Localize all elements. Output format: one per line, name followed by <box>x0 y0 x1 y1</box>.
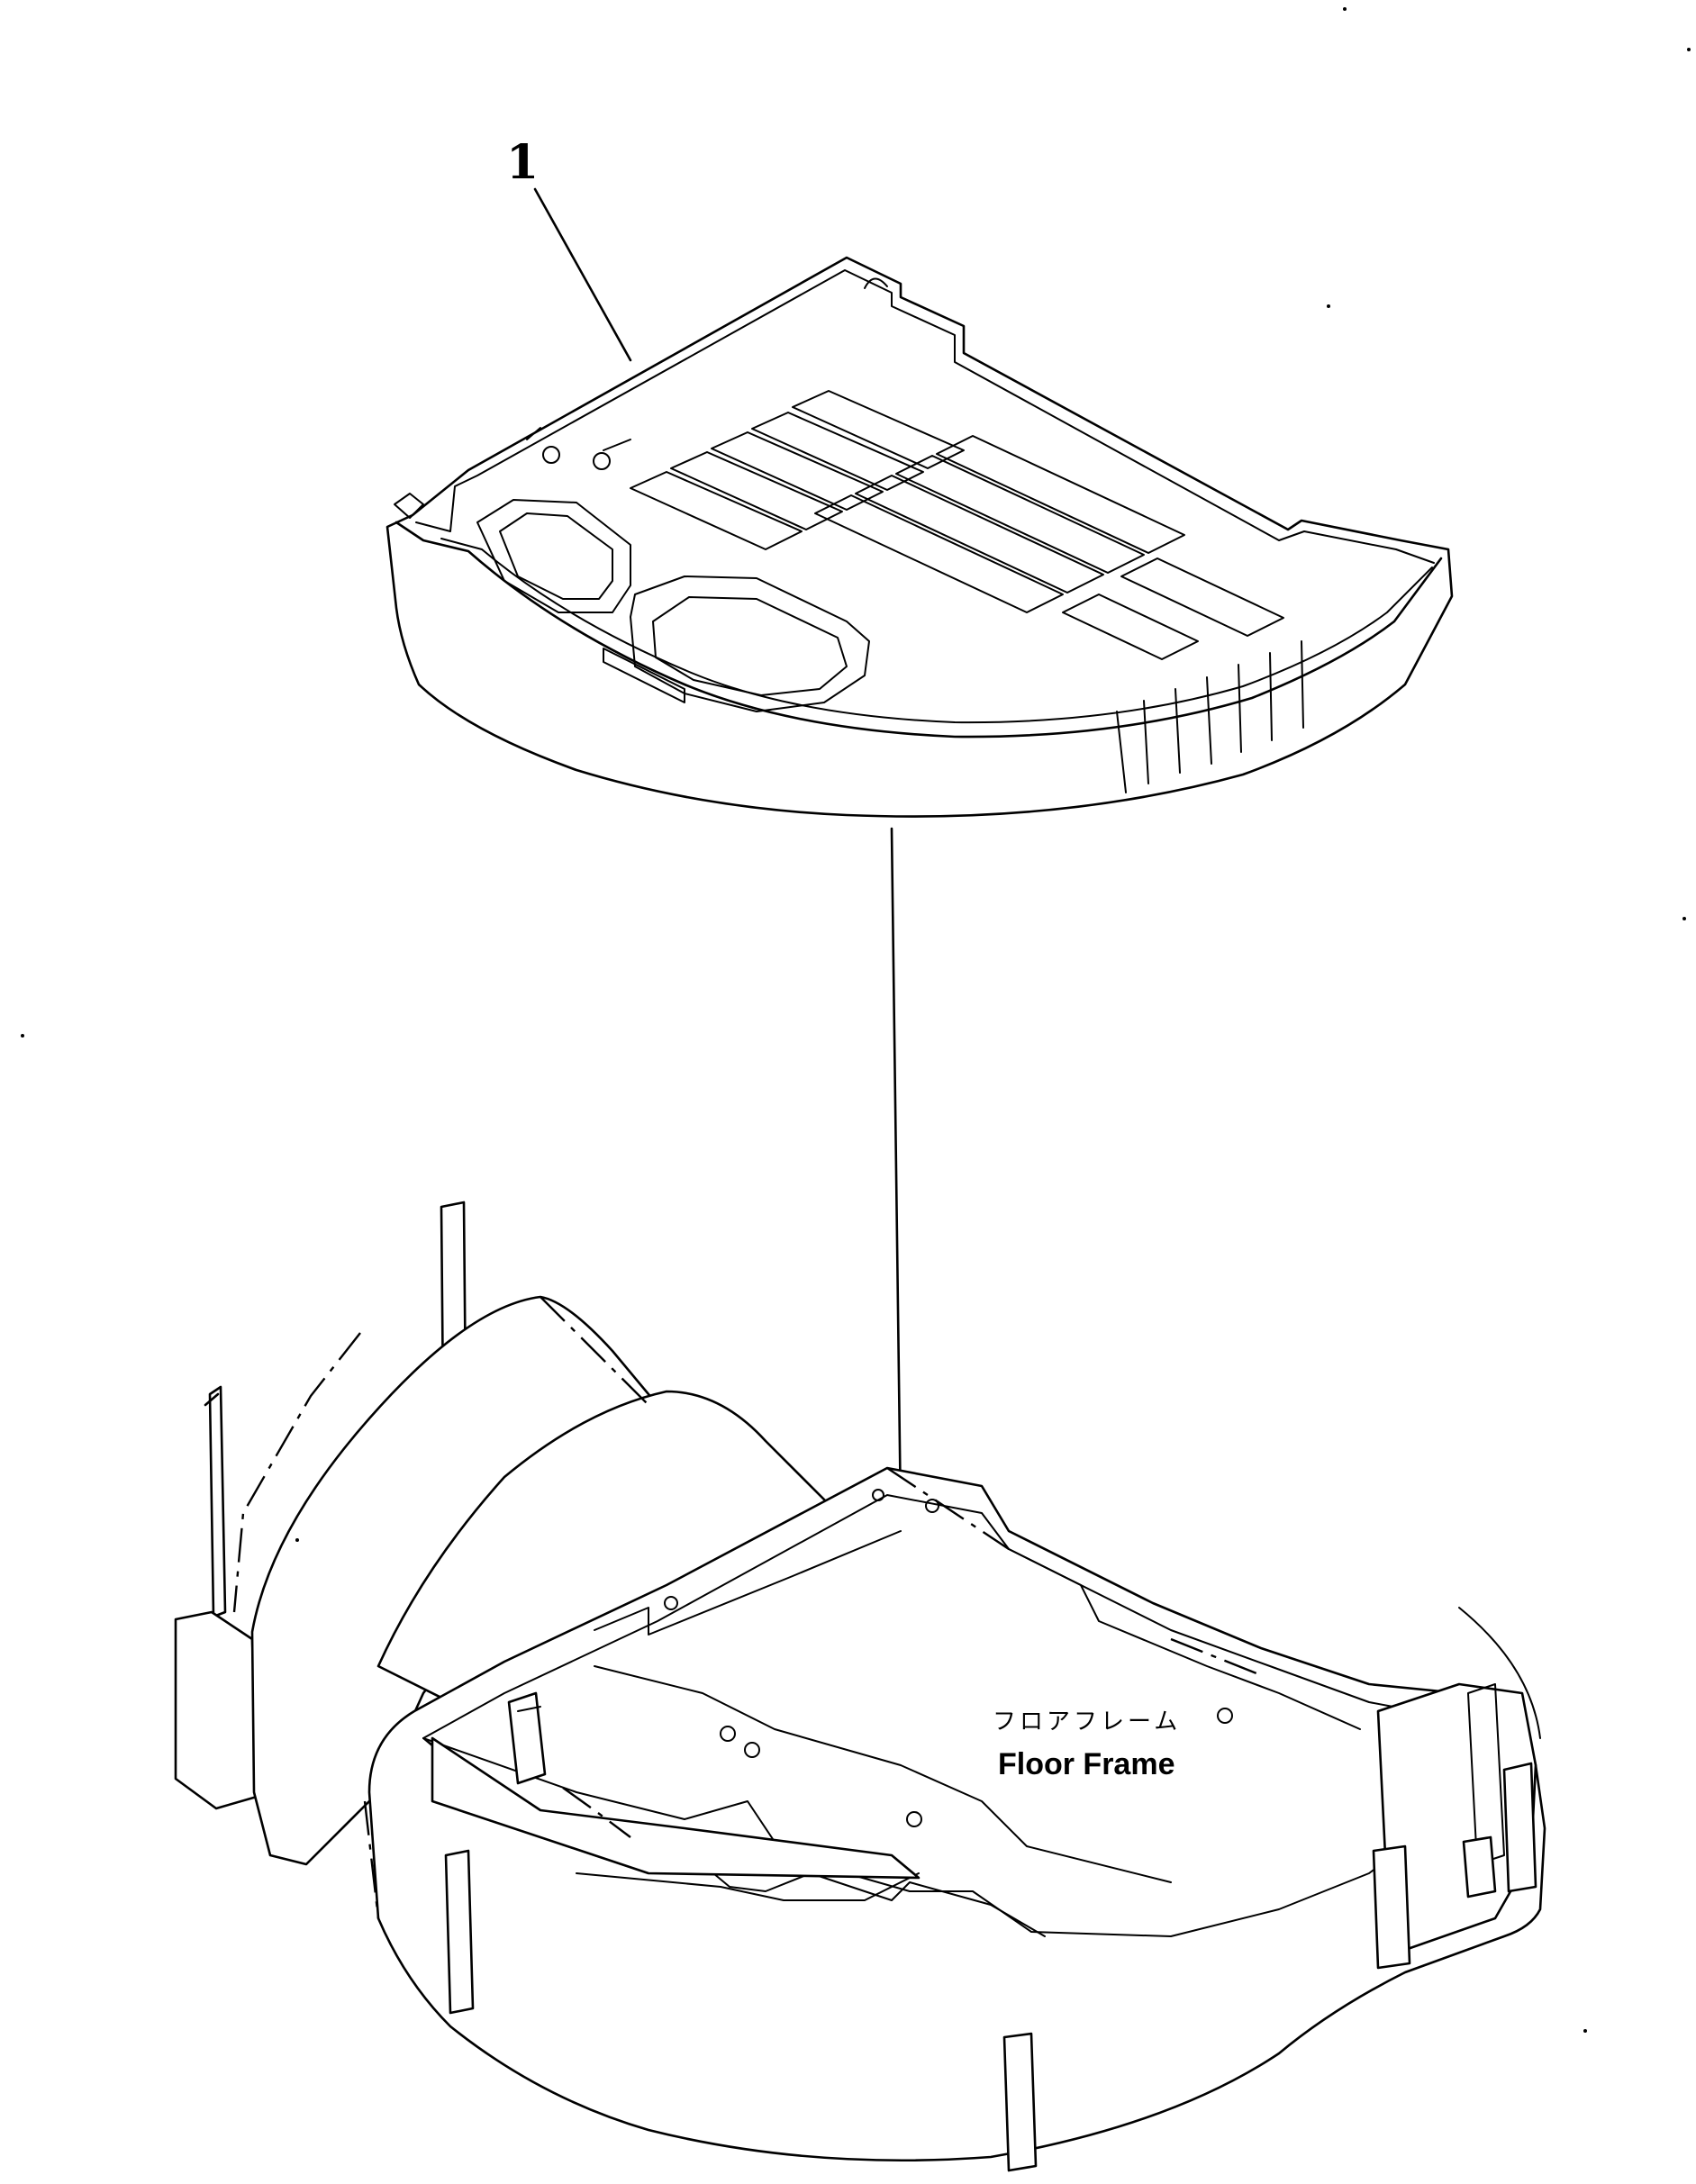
callout-leader-line <box>533 187 632 362</box>
floor-frame-label-en: Floor Frame <box>998 1747 1175 1781</box>
floor-frame <box>174 1201 1546 2172</box>
floor-frame-label: フロアフレーム Floor Frame <box>993 1708 1181 1781</box>
floor-mat <box>385 256 1454 818</box>
floor-frame-label-jp: フロアフレーム <box>993 1708 1181 1735</box>
scan-specks <box>21 7 1691 2033</box>
callout-1: 1 <box>506 135 632 362</box>
callout-number: 1 <box>506 135 539 190</box>
